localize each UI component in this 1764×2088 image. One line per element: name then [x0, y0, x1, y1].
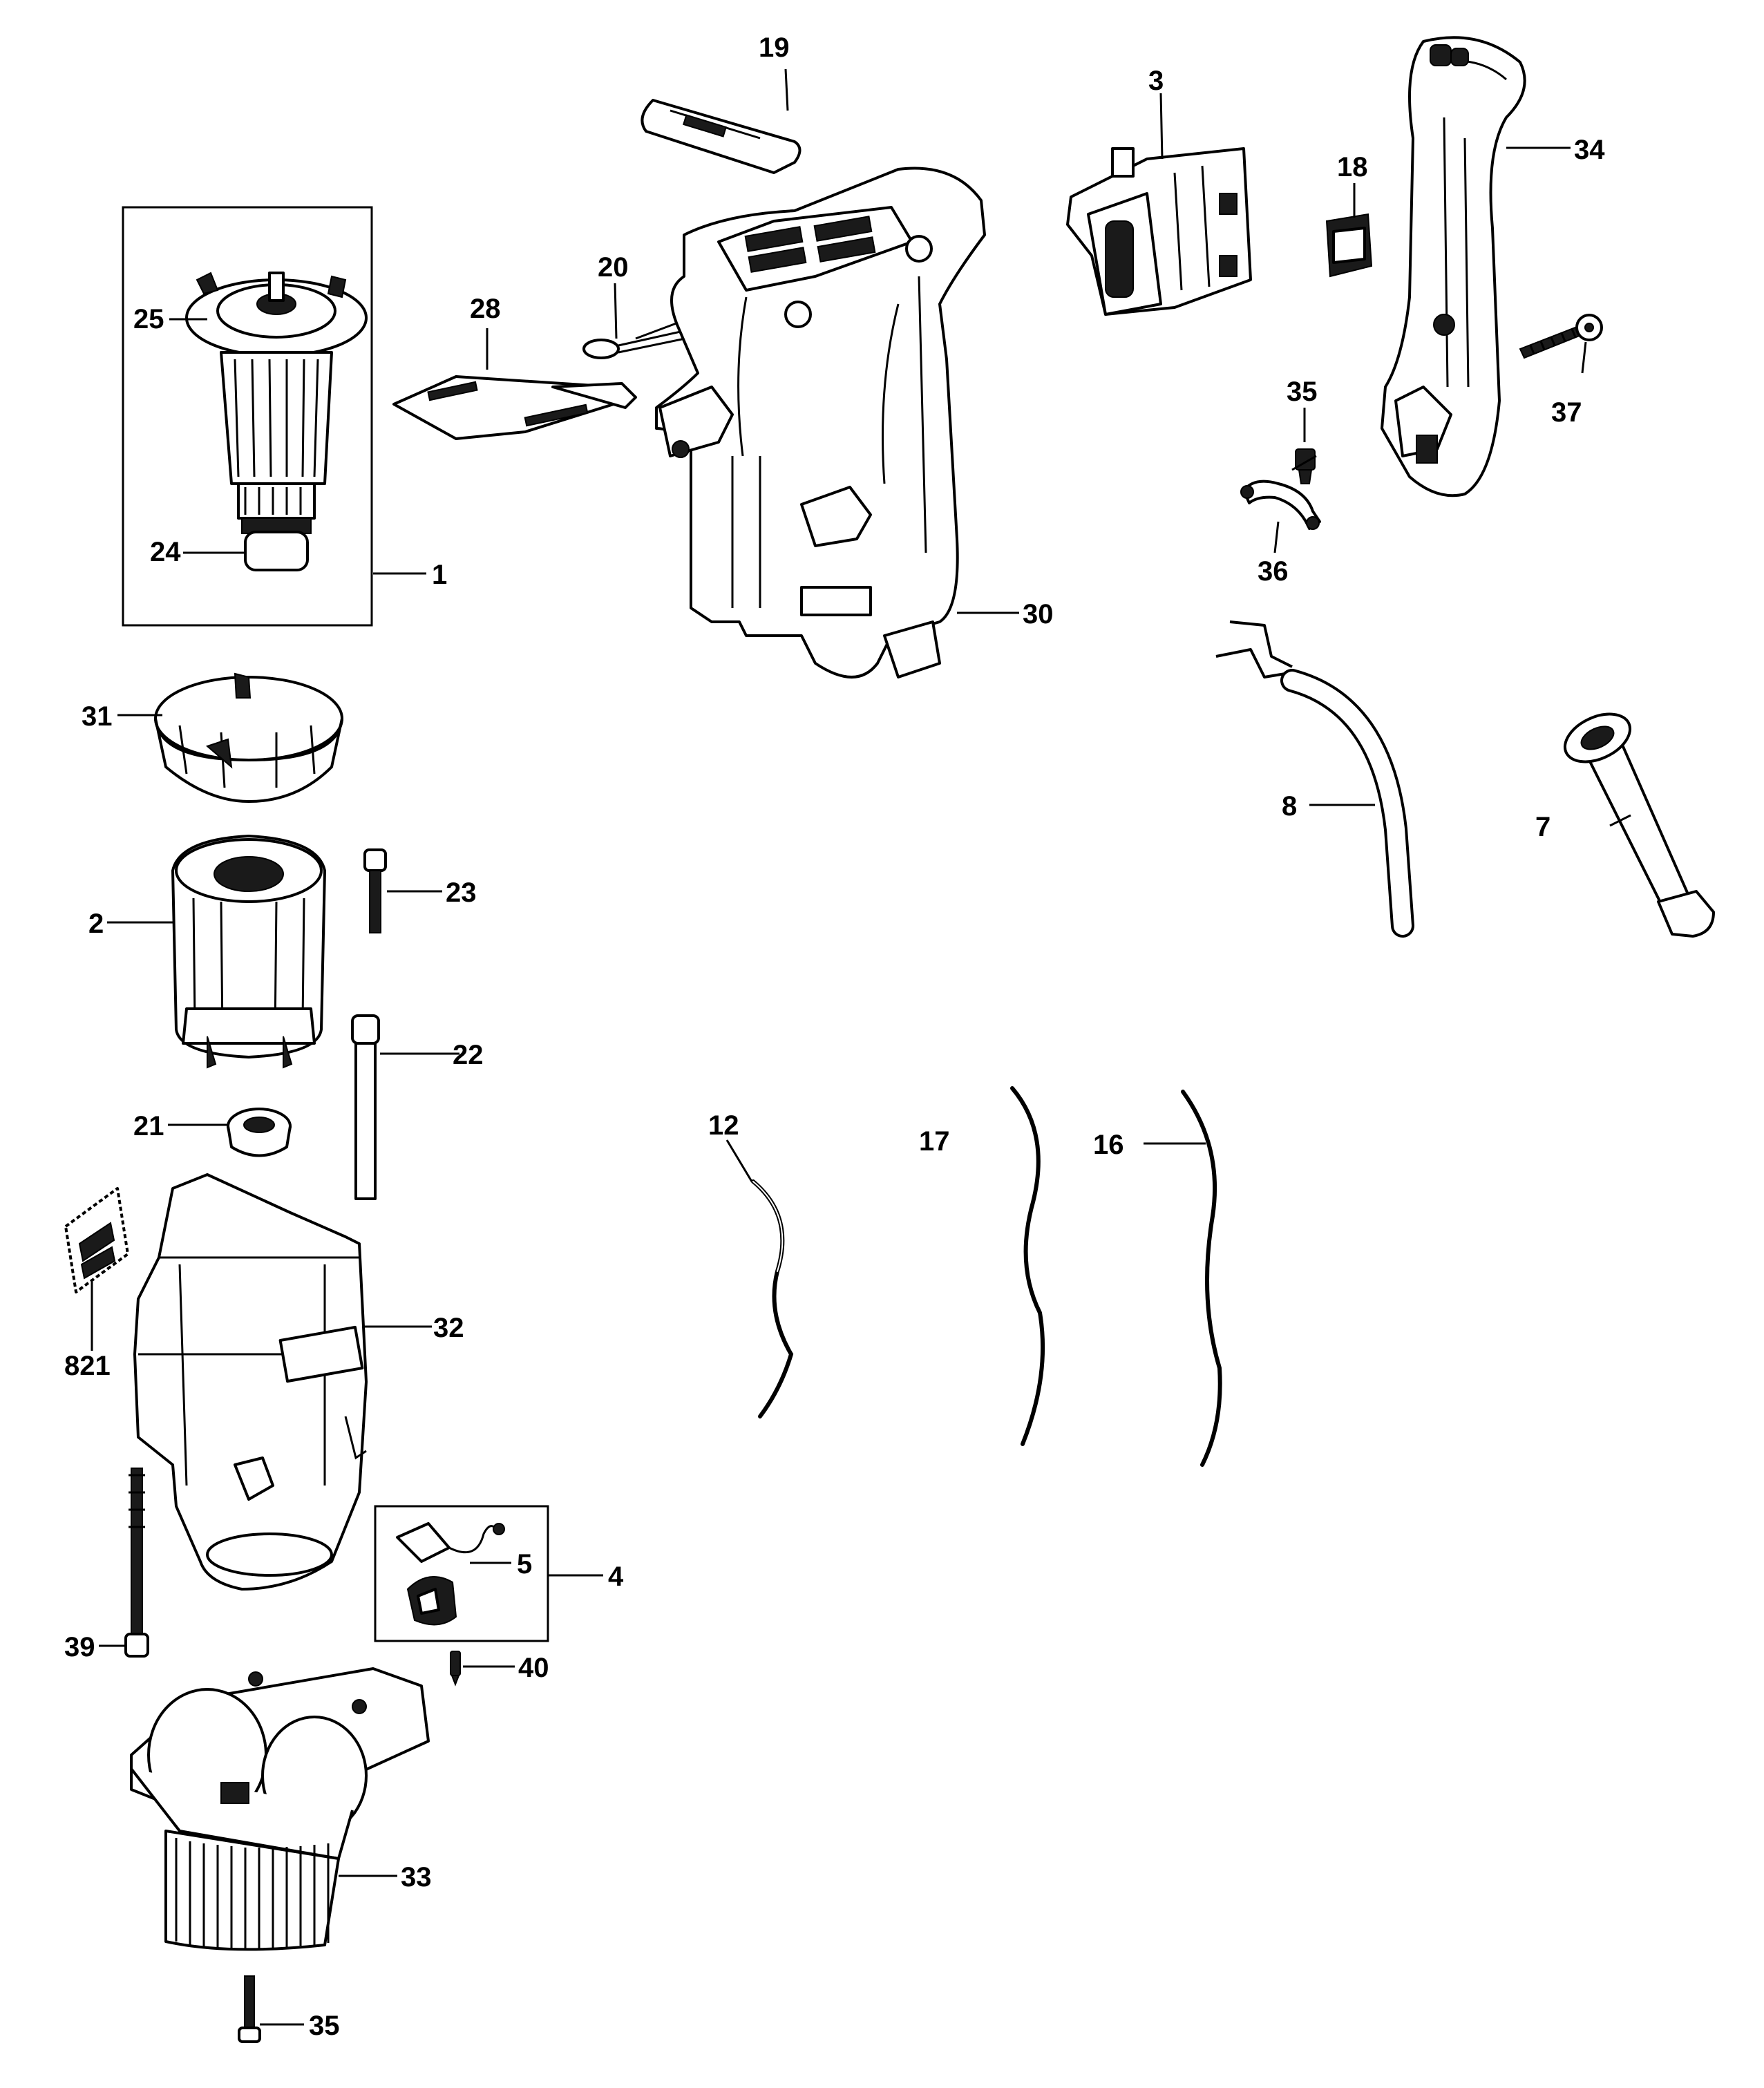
label-33: 33 [401, 1862, 432, 1892]
part-7-cord-guard [1563, 712, 1715, 938]
part-23-screw [363, 848, 387, 933]
part-36-clamp [1240, 480, 1321, 530]
label-40: 40 [518, 1653, 549, 1683]
part-1-group-box [122, 206, 373, 627]
part-8-cord [1215, 620, 1414, 938]
label-39: 39 [64, 1632, 95, 1662]
part-28-plate [392, 375, 637, 440]
label-30: 30 [1023, 599, 1054, 629]
part-5-brush-assembly [396, 1522, 505, 1626]
label-3: 3 [1148, 66, 1164, 96]
label-5: 5 [517, 1549, 532, 1579]
leader-lines [91, 68, 1631, 2026]
part-2-stator [171, 835, 326, 1069]
part-34-handle [1381, 36, 1526, 497]
label-2: 2 [88, 909, 104, 939]
label-28: 28 [470, 294, 501, 324]
label-31: 31 [82, 701, 113, 732]
label-17: 17 [919, 1126, 950, 1157]
label-35-upper: 35 [1287, 377, 1318, 407]
part-821-label [64, 1187, 129, 1293]
label-16: 16 [1093, 1130, 1124, 1160]
part-12-wire [751, 1179, 794, 1418]
label-34: 34 [1574, 135, 1605, 165]
part-16-wire [1181, 1090, 1222, 1467]
label-20: 20 [598, 252, 629, 283]
label-32: 32 [433, 1313, 464, 1343]
part-22-pin [351, 1014, 380, 1200]
part-39-long-screw [124, 1468, 149, 1658]
label-35-bottom: 35 [309, 2011, 340, 2041]
label-821: 821 [64, 1351, 111, 1381]
label-36: 36 [1258, 556, 1289, 587]
label-25: 25 [133, 304, 164, 334]
label-24: 24 [150, 537, 181, 567]
part-31-ring [154, 672, 343, 803]
part-35-bottom-screw [238, 1975, 261, 2043]
part-18-brush [1325, 213, 1373, 278]
label-23: 23 [446, 877, 477, 908]
part-21-bearing [227, 1108, 292, 1157]
label-7: 7 [1535, 812, 1550, 842]
part-3-switch [1066, 147, 1252, 316]
part-37-screw [1519, 314, 1603, 359]
part-30-housing [655, 167, 986, 678]
label-1: 1 [432, 560, 447, 590]
part-25-armature [185, 272, 368, 571]
label-37: 37 [1551, 397, 1582, 428]
part-number-labels: 19 3 34 18 25 28 20 35 37 24 1 36 30 31 … [64, 32, 1605, 2041]
part-32-motor-housing [133, 1173, 368, 1591]
label-22: 22 [453, 1040, 484, 1070]
part-40-screw [450, 1651, 461, 1687]
label-19: 19 [759, 32, 790, 63]
part-17-wire [1010, 1086, 1045, 1446]
part-4-group-box [374, 1505, 549, 1642]
label-8: 8 [1282, 791, 1297, 822]
part-19-cover [641, 99, 802, 174]
label-21: 21 [133, 1111, 164, 1141]
part-35-upper-screw [1291, 448, 1317, 484]
label-4: 4 [608, 1562, 624, 1592]
label-12: 12 [708, 1110, 739, 1141]
label-18: 18 [1337, 152, 1368, 182]
part-33-gear-housing [130, 1667, 430, 1951]
